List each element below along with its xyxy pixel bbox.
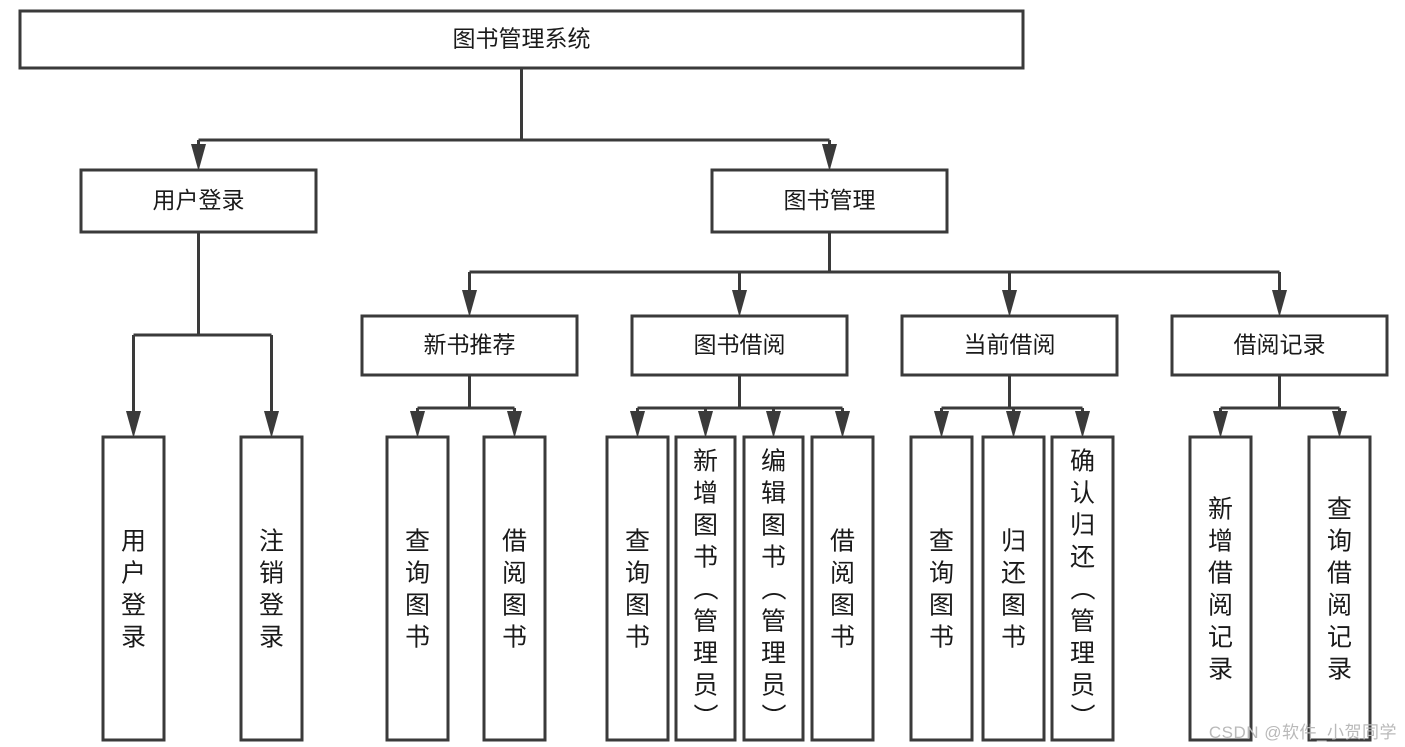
arrow-head-leaf_add_book: [698, 411, 713, 438]
node-box: [239, 435, 304, 742]
node-box: [360, 314, 579, 377]
node-box: [79, 168, 318, 234]
node-label: 当前借阅: [964, 332, 1056, 358]
node-box: [674, 435, 737, 742]
node-book-manage[interactable]: 图书管理: [710, 168, 949, 234]
node-leaf-edit-book[interactable]: 编辑图书（管理员）: [742, 435, 805, 742]
node-box: [1307, 435, 1372, 742]
arrow-head-borrow_record: [1272, 290, 1287, 317]
node-label: 借阅图书: [830, 527, 855, 651]
node-leaf-return-book[interactable]: 归还图书: [981, 435, 1046, 742]
node-box: [482, 435, 547, 742]
arrow-head-current_borrow: [1002, 290, 1017, 317]
node-label: 查询图书: [405, 527, 430, 651]
node-root[interactable]: 图书管理系统: [18, 9, 1025, 70]
arrow-head-book_borrow: [732, 290, 747, 317]
node-label: 新书推荐: [424, 332, 516, 358]
arrow-head-leaf_query_book_c: [934, 411, 949, 438]
node-box: [710, 168, 949, 234]
arrow-head-leaf_user_login: [126, 411, 141, 438]
node-label: 借阅图书: [502, 527, 527, 651]
node-label: 新增借阅记录: [1208, 495, 1233, 683]
node-label: 图书管理系统: [453, 26, 591, 52]
node-leaf-borrow-book-rec[interactable]: 借阅图书: [482, 435, 547, 742]
node-box: [630, 314, 849, 377]
arrow-head-book_manage: [822, 144, 837, 171]
node-borrow-record[interactable]: 借阅记录: [1170, 314, 1389, 377]
node-leaf-add-book[interactable]: 新增图书（管理员）: [674, 435, 737, 742]
node-label: 归还图书: [1001, 527, 1026, 651]
node-leaf-query-book-c[interactable]: 查询图书: [909, 435, 974, 742]
node-label: 注销登录: [259, 527, 284, 651]
node-leaf-user-logout[interactable]: 注销登录: [239, 435, 304, 742]
node-current-borrow[interactable]: 当前借阅: [900, 314, 1119, 377]
node-leaf-query-book-rec[interactable]: 查询图书: [385, 435, 450, 742]
node-book-borrow[interactable]: 图书借阅: [630, 314, 849, 377]
node-box: [1170, 314, 1389, 377]
arrow-head-leaf_add_record: [1213, 411, 1228, 438]
arrow-head-new_book_rec: [462, 290, 477, 317]
node-box: [605, 435, 670, 742]
arrow-head-leaf_borrow_book_b: [835, 411, 850, 438]
node-leaf-user-login[interactable]: 用户登录: [101, 435, 166, 742]
node-box: [900, 314, 1119, 377]
node-label: 用户登录: [153, 187, 245, 213]
nodes-layer: 图书管理系统用户登录图书管理新书推荐图书借阅当前借阅借阅记录用户登录注销登录查询…: [18, 9, 1389, 742]
node-label: 查询图书: [929, 527, 954, 651]
edges-layer: [126, 68, 1347, 438]
node-label: 查询借阅记录: [1327, 495, 1352, 683]
arrow-head-leaf_edit_book: [766, 411, 781, 438]
node-leaf-query-book-b[interactable]: 查询图书: [605, 435, 670, 742]
node-label: 编辑图书（管理员）: [761, 447, 787, 731]
arrow-head-user_login: [191, 144, 206, 171]
node-box: [742, 435, 805, 742]
node-box: [810, 435, 875, 742]
node-box: [18, 9, 1025, 70]
node-box: [1050, 435, 1115, 742]
node-leaf-borrow-book-b[interactable]: 借阅图书: [810, 435, 875, 742]
node-label: 图书借阅: [694, 332, 786, 358]
node-leaf-query-record[interactable]: 查询借阅记录: [1307, 435, 1372, 742]
node-label: 新增图书（管理员）: [693, 447, 719, 731]
arrow-head-leaf_query_book_rec: [410, 411, 425, 438]
node-new-book-rec[interactable]: 新书推荐: [360, 314, 579, 377]
arrow-head-leaf_query_book_b: [630, 411, 645, 438]
node-box: [385, 435, 450, 742]
arrow-head-leaf_confirm_return: [1075, 411, 1090, 438]
arrow-head-leaf_borrow_book_rec: [507, 411, 522, 438]
node-label: 查询图书: [625, 527, 650, 651]
node-box: [909, 435, 974, 742]
node-box: [101, 435, 166, 742]
arrow-head-leaf_query_record: [1332, 411, 1347, 438]
node-leaf-confirm-return[interactable]: 确认归还（管理员）: [1050, 435, 1115, 742]
node-box: [1188, 435, 1253, 742]
watermark-text: CSDN @软件_小贺同学: [1208, 723, 1397, 742]
arrow-head-leaf_return_book: [1006, 411, 1021, 438]
node-label: 图书管理: [784, 187, 876, 213]
arrow-head-leaf_user_logout: [264, 411, 279, 438]
node-label: 用户登录: [121, 527, 146, 651]
node-box: [981, 435, 1046, 742]
node-leaf-add-record[interactable]: 新增借阅记录: [1188, 435, 1253, 742]
node-label: 借阅记录: [1234, 332, 1326, 358]
node-label: 确认归还（管理员）: [1070, 447, 1096, 731]
node-user-login[interactable]: 用户登录: [79, 168, 318, 234]
